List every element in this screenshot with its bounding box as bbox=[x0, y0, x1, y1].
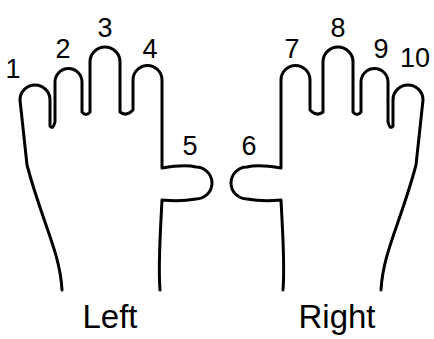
hand-label: Left bbox=[82, 300, 137, 333]
finger-number: 5 bbox=[182, 133, 197, 160]
finger-number: 8 bbox=[330, 15, 345, 42]
finger-number: 4 bbox=[142, 36, 157, 63]
hand-label: Right bbox=[298, 300, 375, 333]
finger-number: 7 bbox=[284, 36, 299, 63]
left-hand-outline bbox=[20, 47, 212, 290]
finger-number: 10 bbox=[400, 45, 430, 72]
right-hand-outline bbox=[231, 47, 423, 290]
finger-number: 6 bbox=[241, 133, 256, 160]
finger-number: 3 bbox=[97, 15, 112, 42]
finger-number: 1 bbox=[5, 56, 20, 83]
finger-number: 2 bbox=[55, 36, 70, 63]
finger-number: 9 bbox=[373, 36, 388, 63]
